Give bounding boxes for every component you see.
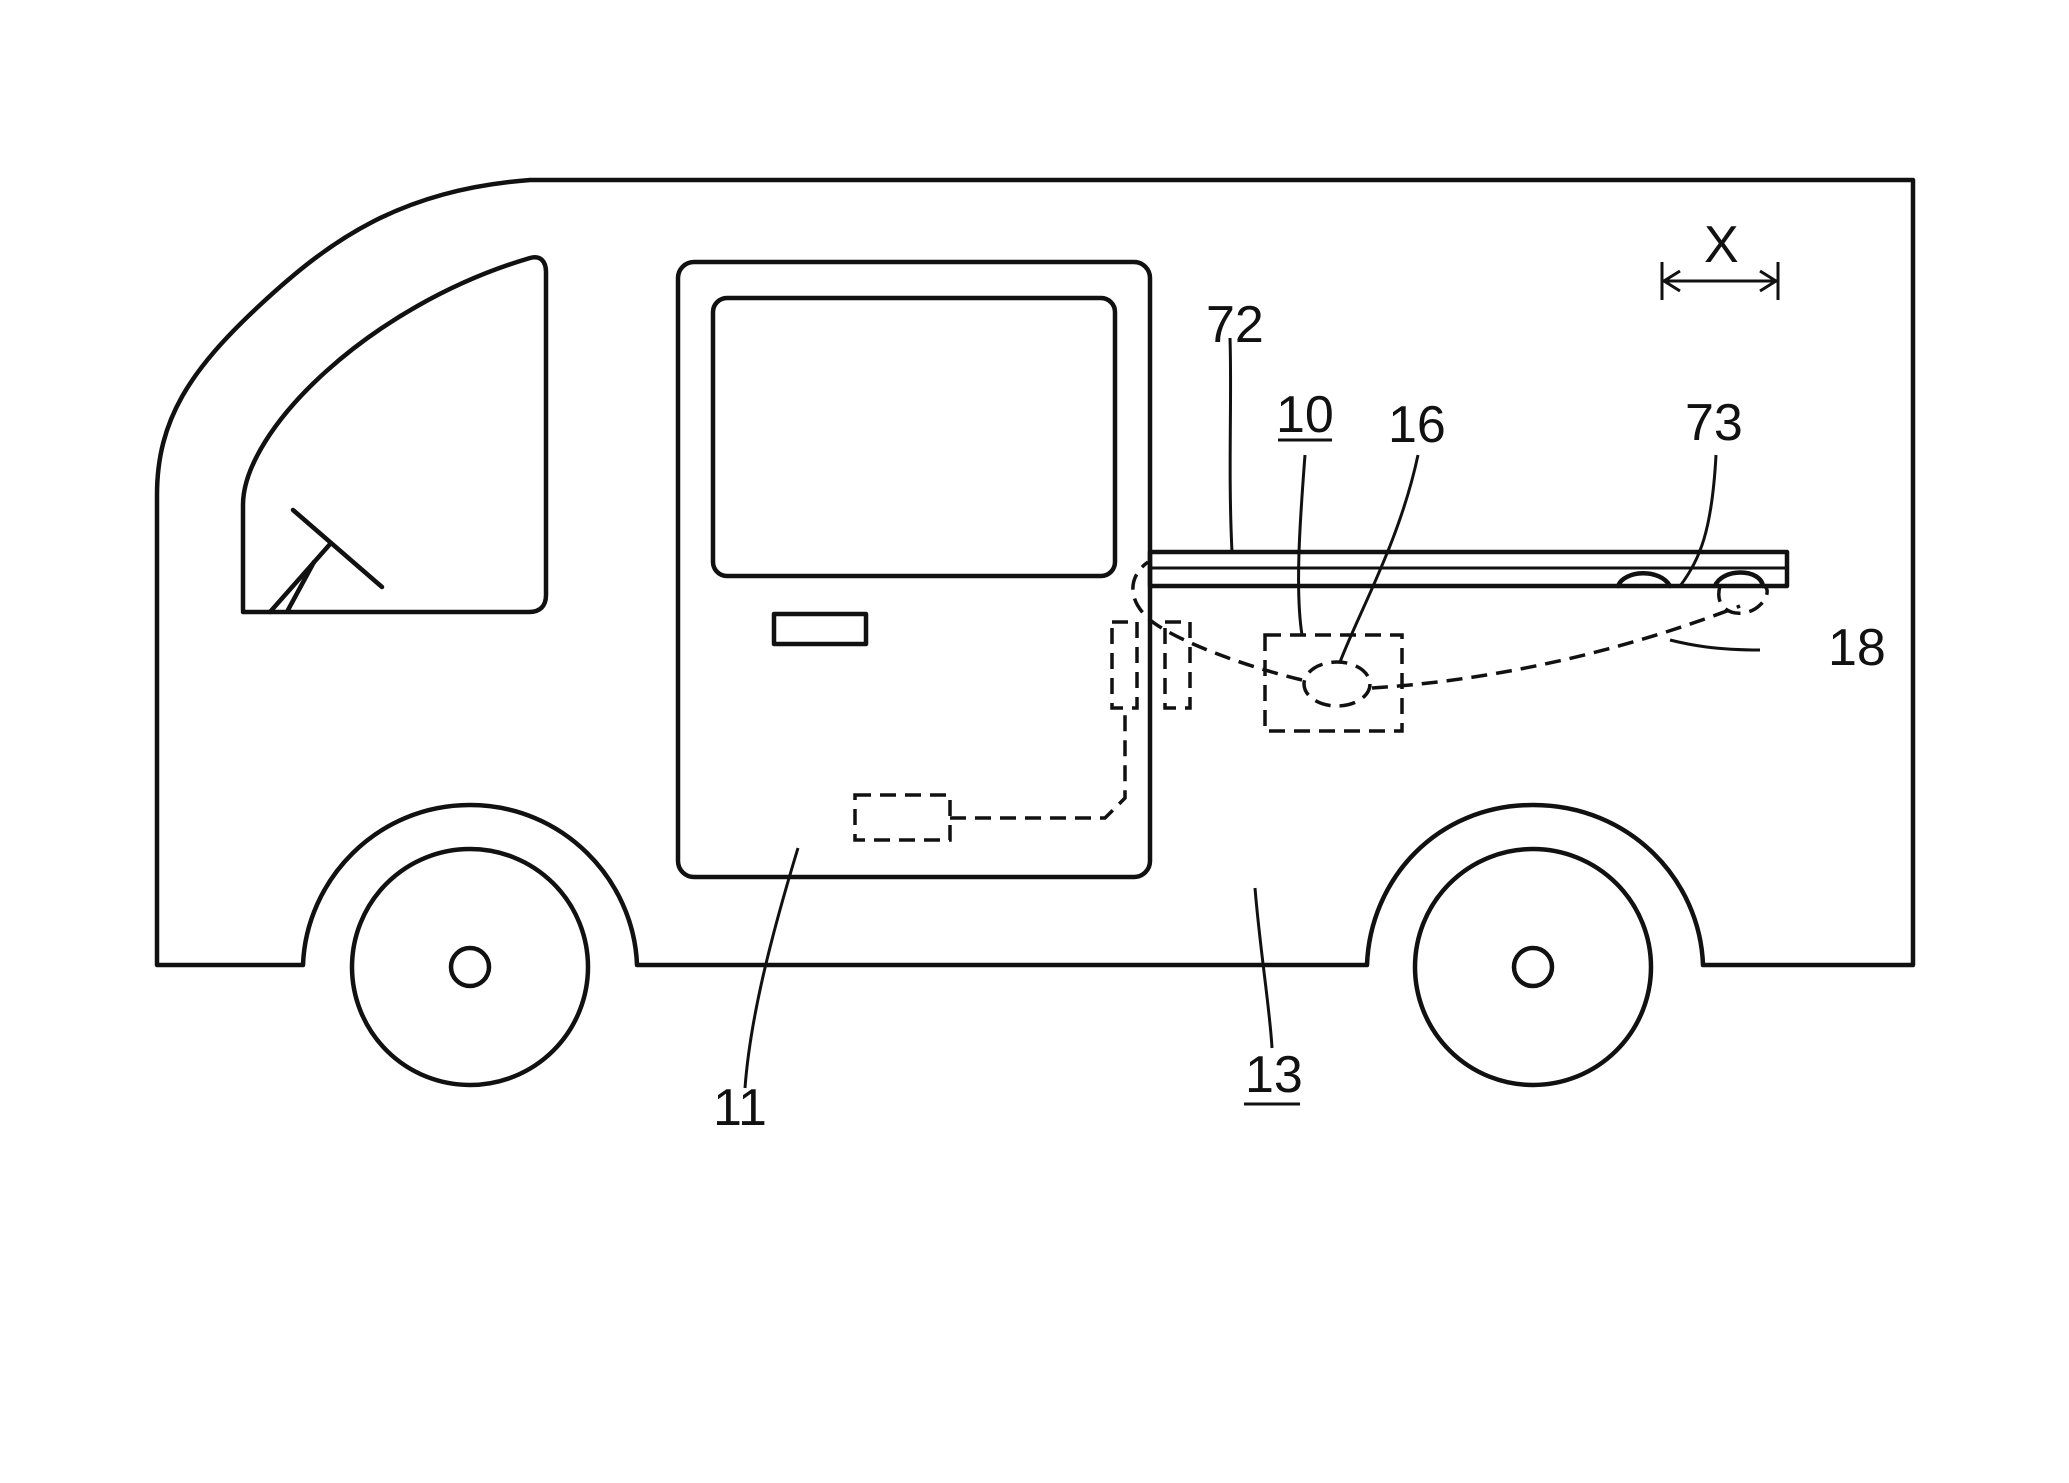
door-handle — [774, 614, 866, 644]
label-10: 10 — [1276, 386, 1334, 444]
front-wheel — [352, 849, 588, 1085]
motor-16 — [1304, 662, 1370, 706]
door-window — [713, 298, 1115, 576]
door-harness — [950, 708, 1125, 818]
leader-18 — [1670, 640, 1760, 650]
leader-72 — [1230, 338, 1232, 552]
leader-16 — [1340, 455, 1418, 662]
cable-18-rear — [1372, 606, 1740, 688]
label-x: X — [1704, 216, 1739, 274]
label-18: 18 — [1828, 619, 1886, 677]
label-73: 73 — [1685, 394, 1743, 452]
leader-73 — [1680, 455, 1716, 586]
steering-wheel — [270, 510, 382, 612]
roller-assembly — [1618, 573, 1767, 614]
windshield — [243, 257, 546, 612]
door-actuator-unit — [855, 795, 950, 840]
cable-18-front — [1133, 562, 1302, 680]
label-72: 72 — [1206, 296, 1264, 354]
label-16: 16 — [1388, 396, 1446, 454]
label-11: 11 — [713, 1079, 767, 1137]
leader-11 — [745, 848, 798, 1088]
door-side-connector — [1112, 622, 1137, 708]
leader-13 — [1255, 888, 1272, 1048]
leader-10 — [1299, 455, 1305, 635]
rear-wheel — [1415, 849, 1651, 1085]
control-unit-10 — [1265, 635, 1402, 731]
label-13: 13 — [1245, 1046, 1303, 1104]
sliding-door — [678, 262, 1150, 877]
